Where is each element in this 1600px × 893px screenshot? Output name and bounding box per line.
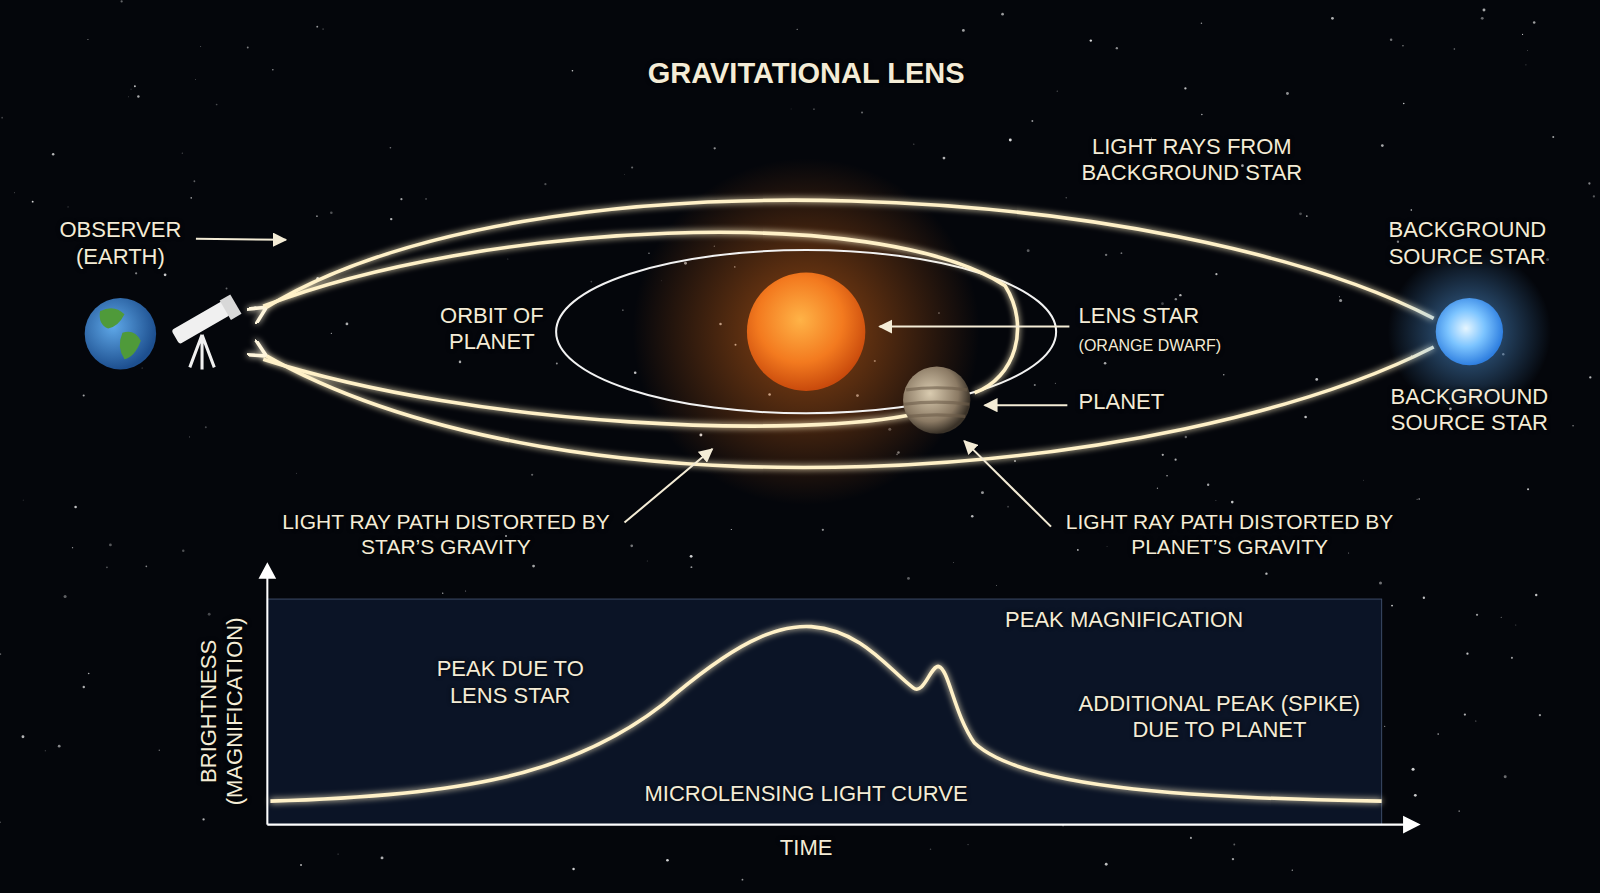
planet-distortion-label: LIGHT RAY PATH DISTORTED BY PLANET’S GRA…	[1051, 509, 1408, 559]
source-star-label: BACKGROUND SOURCE STAR	[1365, 217, 1569, 270]
peak-label: PEAK MAGNIFICATION	[1005, 607, 1243, 633]
lens-star	[747, 272, 865, 390]
lens-star-label: LENS STAR	[1079, 303, 1200, 329]
axes	[260, 564, 1418, 831]
curve-title: MICROLENSING LIGHT CURVE	[645, 781, 968, 807]
star-distortion-label: LIGHT RAY PATH DISTORTED BY STAR’S GRAVI…	[267, 509, 624, 559]
lens-star-glow	[633, 158, 980, 505]
rays-label: LIGHT RAYS FROM BACKGROUND STAR	[1059, 134, 1324, 187]
lens-star-type: (ORANGE DWARF)	[1079, 336, 1222, 355]
observer-label: OBSERVER (EARTH)	[44, 217, 197, 270]
orbit-label: ORBIT OF PLANET	[420, 303, 563, 356]
planet-spike-label: ADDITIONAL PEAK (SPIKE) DUE TO PLANET	[1056, 691, 1383, 744]
y-axis-label: BRIGHTNESS (MAGNIFICATION)	[196, 609, 249, 813]
lens-peak-label: PEAK DUE TO LENS STAR	[418, 656, 602, 709]
earth-land	[100, 308, 141, 359]
title: GRAVITATIONAL LENS	[648, 56, 965, 91]
source-star	[1436, 298, 1503, 365]
earth	[85, 298, 156, 369]
planet-label: PLANET	[1079, 389, 1165, 415]
telescope	[171, 294, 241, 369]
x-axis-label: TIME	[780, 835, 833, 861]
light-rays	[263, 200, 1433, 467]
source-star-label: BACKGROUND SOURCE STAR	[1367, 384, 1571, 437]
planet	[903, 366, 970, 433]
